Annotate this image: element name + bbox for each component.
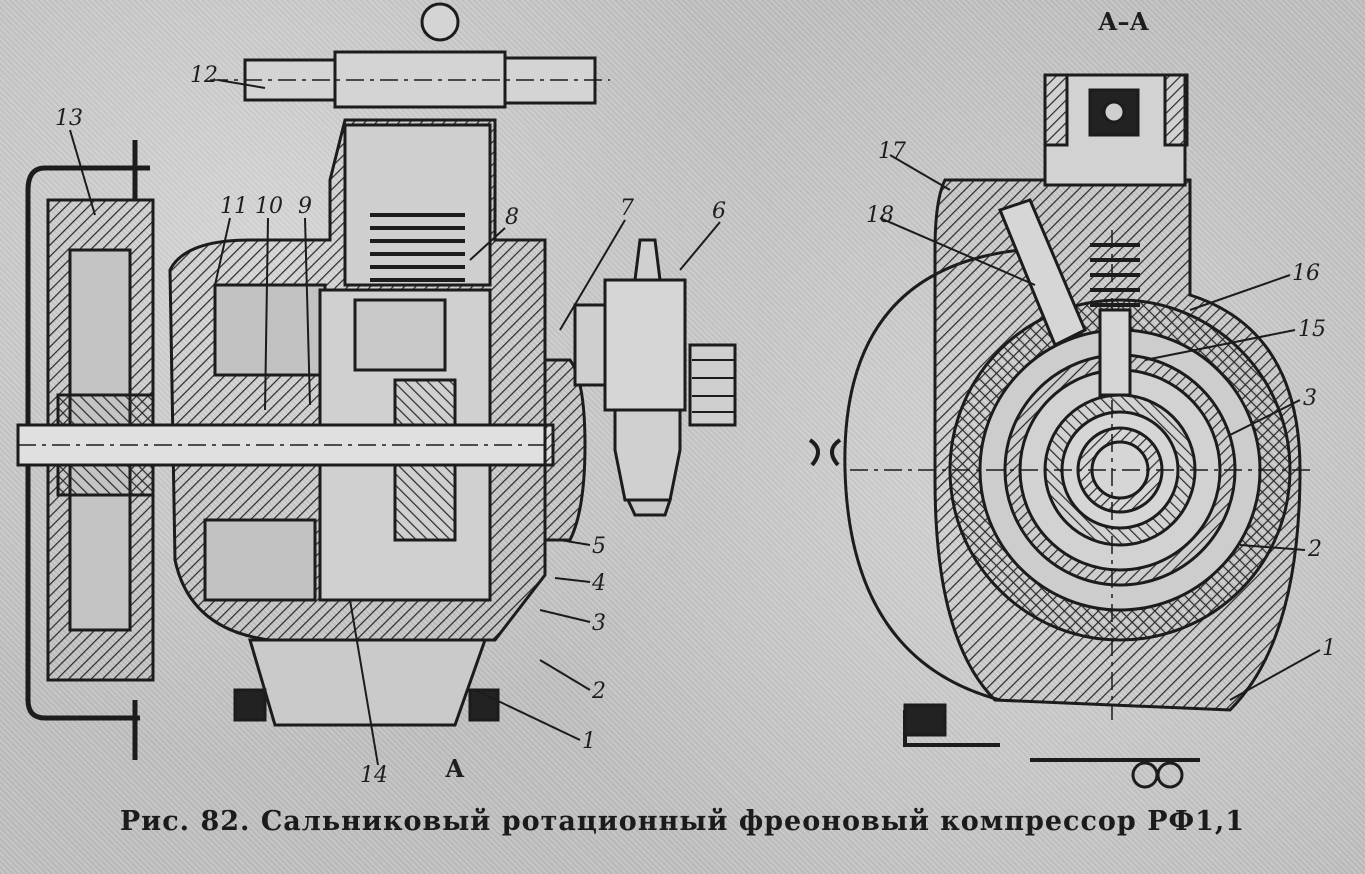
- callout-5: 5: [592, 534, 606, 559]
- callout-2-right: 2: [1307, 537, 1322, 562]
- callout-labels: 12 13 11 10 9 8 7 6 5 4 3 2 1 14 А А–А 1…: [55, 7, 1336, 788]
- callout-10: 10: [255, 194, 283, 219]
- callout-3-right: 3: [1303, 386, 1317, 411]
- valve-head: [343, 123, 492, 287]
- callout-8: 8: [505, 205, 519, 230]
- callout-12: 12: [190, 63, 218, 88]
- cavity-bottom: [203, 518, 317, 602]
- base-foot: [247, 638, 488, 727]
- callout-1: 1: [582, 729, 596, 754]
- callout-17: 17: [878, 139, 906, 164]
- callout-2: 2: [591, 679, 606, 704]
- cross-section-a-a: [808, 73, 1315, 789]
- callout-1-right: 1: [1322, 636, 1336, 661]
- callout-4: 4: [591, 571, 606, 596]
- callout-15: 15: [1298, 317, 1326, 342]
- callout-18: 18: [866, 203, 894, 228]
- callout-3: 3: [592, 611, 606, 636]
- valve-assembly: [573, 238, 737, 517]
- longitudinal-section: [16, 2, 610, 760]
- callout-16: 16: [1292, 261, 1320, 286]
- callout-6: 6: [712, 199, 726, 224]
- callout-11: 11: [220, 194, 248, 219]
- front-cover: [543, 358, 587, 542]
- callout-14: 14: [360, 763, 388, 788]
- section-label-a-a: А–А: [1098, 7, 1150, 36]
- callout-9: 9: [298, 194, 312, 219]
- valve-spring: [370, 213, 465, 282]
- callout-13: 13: [55, 106, 83, 131]
- section-mark-a: А: [445, 754, 465, 783]
- leader-lines: [69, 79, 1321, 766]
- discharge-fitting: [210, 2, 610, 109]
- figure-caption: Рис. 82. Сальниковый ротационный фреонов…: [119, 806, 1246, 837]
- callout-7: 7: [620, 196, 634, 221]
